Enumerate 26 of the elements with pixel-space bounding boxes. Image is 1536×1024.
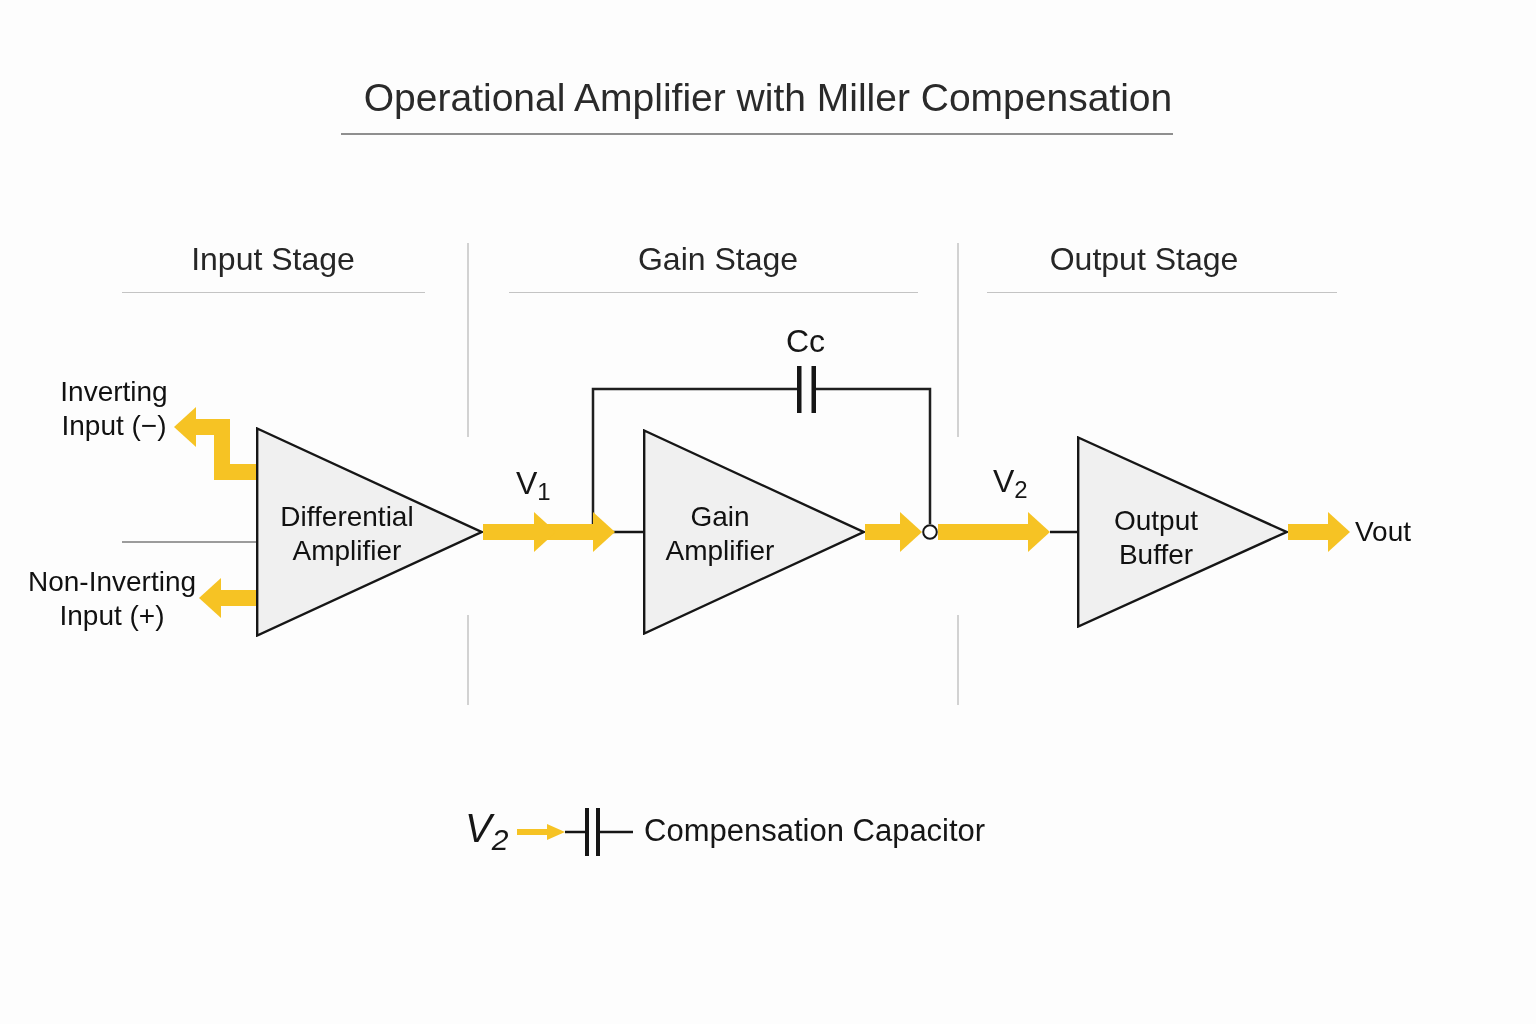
amplifier-triangle <box>615 429 865 635</box>
output-terminal-label: Vout <box>1350 514 1416 550</box>
capacitor-symbol <box>797 366 816 413</box>
signal-arrow <box>938 512 1050 552</box>
legend-text: Compensation Capacitor <box>644 812 986 850</box>
feedback-wire <box>591 387 797 534</box>
signal-arrow <box>483 512 615 552</box>
symbol-label: V$_{2}$ <box>465 805 509 852</box>
amplifier-triangle <box>256 427 483 637</box>
signal-arrow <box>199 578 256 618</box>
section-heading: Output Stage <box>1049 240 1239 279</box>
diagram-title: Operational Amplifier with Miller Compensation <box>363 75 1173 121</box>
component-label: Cc <box>786 322 826 360</box>
input-terminal-label: Inverting Input (−) <box>54 375 174 443</box>
input-terminal-label: Non-Inverting Input (+) <box>25 565 199 633</box>
signal-arrow <box>174 407 256 480</box>
signal-arrow <box>865 512 922 552</box>
amplifier-label: Gain Amplifier <box>664 500 776 568</box>
amplifier-label: Output Buffer <box>1112 504 1200 572</box>
feedback-wire <box>816 387 932 524</box>
section-heading: Input Stage <box>191 240 355 279</box>
signal-arrow <box>1288 512 1350 552</box>
amplifier-triangle <box>1050 436 1288 628</box>
amplifier-label: Differential Amplifier <box>279 500 415 568</box>
junction-circle <box>922 524 938 540</box>
section-heading: Gain Stage <box>637 240 799 279</box>
